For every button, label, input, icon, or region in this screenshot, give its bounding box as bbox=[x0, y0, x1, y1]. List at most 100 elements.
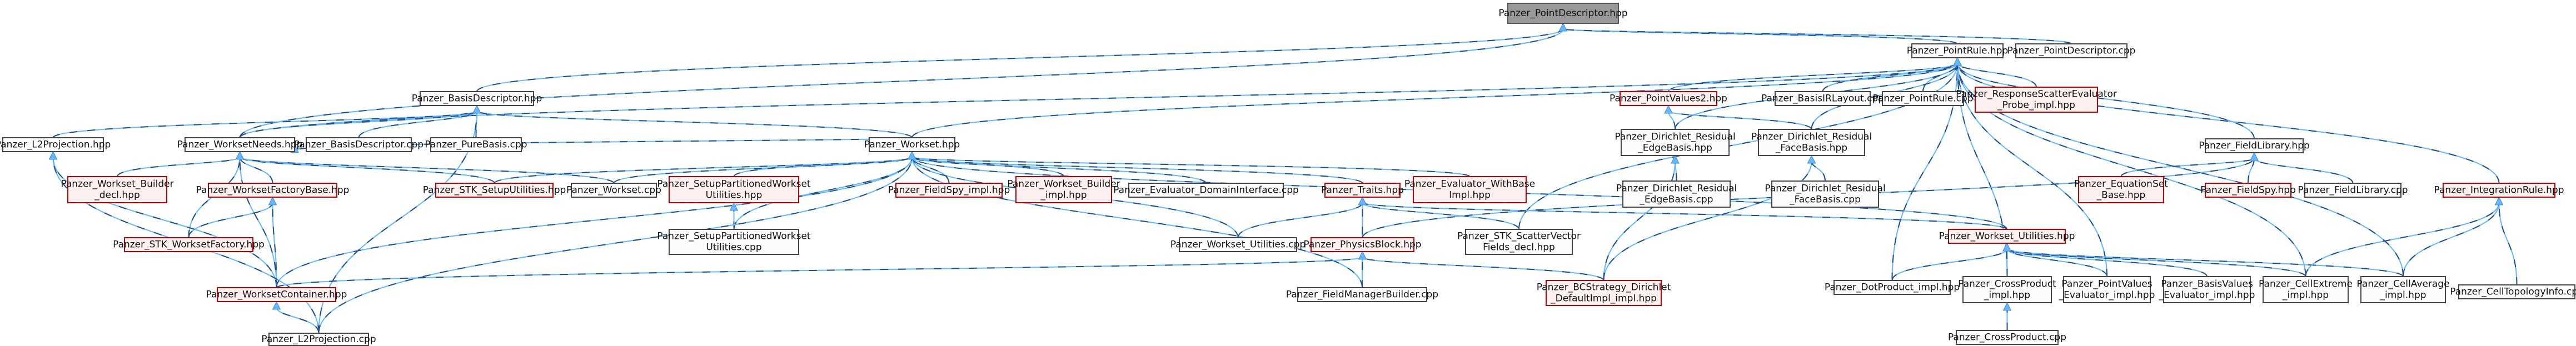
graph-node-l2hpp[interactable]: Panzer_L2Projection.hpp bbox=[0, 137, 111, 152]
graph-node-wneeds[interactable]: Panzer_WorksetNeeds.hpp bbox=[177, 137, 303, 152]
graph-node-pv2[interactable]: Panzer_PointValues2.hpp bbox=[1610, 91, 1727, 106]
graph-node-drfc[interactable]: Panzer_Dirichlet_Residual_FaceBasis.cpp bbox=[1765, 180, 1886, 208]
graph-node-wbdecl[interactable]: Panzer_Workset_Builder_decl.hpp bbox=[61, 176, 174, 203]
arrowhead-icon bbox=[1358, 250, 1367, 260]
graph-node-dpimpl[interactable]: Panzer_DotProduct_impl.hpp bbox=[1825, 280, 1960, 295]
node-box bbox=[185, 137, 295, 152]
graph-node-prhpp[interactable]: Panzer_PointRule.hpp bbox=[1907, 43, 2009, 58]
node-label: _Probe_impl.hpp bbox=[1997, 100, 2075, 111]
graph-node-fsimpl[interactable]: Panzer_FieldSpy_impl.hpp bbox=[888, 183, 1010, 198]
edge-line bbox=[911, 157, 1471, 177]
node-box bbox=[2304, 183, 2401, 198]
graph-node-prcpp[interactable]: Panzer_PointRule.cpp bbox=[1872, 91, 1974, 106]
graph-node-traits[interactable]: Panzer_Traits.hpp bbox=[1321, 183, 1404, 198]
graph-node-birl[interactable]: Panzer_BasisIRLayout.cpp bbox=[1761, 91, 1884, 106]
node-box bbox=[2205, 138, 2304, 153]
edge-line bbox=[1957, 63, 2037, 88]
node-box bbox=[1311, 237, 1414, 252]
graph-node-l2cpp[interactable]: Panzer_L2Projection.cpp bbox=[261, 333, 376, 346]
edge-line bbox=[2305, 202, 2500, 277]
arrowhead-icon bbox=[1953, 57, 1962, 66]
edge-line-shade bbox=[1362, 202, 1519, 230]
graph-node-dreh[interactable]: Panzer_Dirichlet_Residual_EdgeBasis.hpp bbox=[1615, 129, 1736, 156]
graph-node-stksu[interactable]: Panzer_STK_SetupUtilities.hpp bbox=[423, 183, 566, 198]
edge-line bbox=[2006, 248, 2208, 277]
node-box bbox=[1833, 280, 1951, 295]
node-box bbox=[1179, 237, 1297, 252]
graph-node-irhpp[interactable]: Panzer_IntegrationRule.hpp bbox=[2434, 183, 2564, 198]
edge-line-shade bbox=[2254, 158, 2354, 184]
graph-node-stkwf[interactable]: Panzer_STK_WorksetFactory.hpp bbox=[113, 237, 265, 252]
node-label: Panzer_EquationSet bbox=[2074, 179, 2168, 190]
graph-node-pbcpp[interactable]: Panzer_PureBasis.cpp bbox=[425, 137, 527, 152]
graph-node-fmb[interactable]: Panzer_FieldManagerBuilder.cpp bbox=[1286, 287, 1438, 302]
graph-node-bvei[interactable]: Panzer_BasisValues_Evaluator_impl.hpp bbox=[2159, 276, 2255, 303]
node-label: Panzer_FieldSpy_impl.hpp bbox=[888, 185, 1010, 196]
graph-node-spwuc[interactable]: Panzer_SetupPartitionedWorksetUtilities.… bbox=[657, 229, 811, 255]
graph-node-flcpp[interactable]: Panzer_FieldLibrary.cpp bbox=[2298, 183, 2408, 198]
graph-node-esb[interactable]: Panzer_EquationSet_Base.hpp bbox=[2074, 176, 2168, 203]
node-box bbox=[1948, 229, 2066, 244]
graph-node-edi[interactable]: Panzer_Evaluator_DomainInterface.cpp bbox=[1113, 183, 1299, 198]
graph-node-spwuh[interactable]: Panzer_SetupPartitionedWorksetUtilities.… bbox=[657, 176, 811, 203]
edge-line-shade bbox=[1518, 63, 1958, 230]
node-box bbox=[67, 176, 167, 203]
node-box bbox=[895, 183, 1003, 198]
arrowhead-icon bbox=[1671, 154, 1680, 164]
graph-node-ceimpl[interactable]: Panzer_CellExtreme_impl.hpp bbox=[2259, 276, 2353, 303]
graph-node-pblock[interactable]: Panzer_PhysicsBlock.hpp bbox=[1303, 237, 1422, 252]
node-label: Panzer_L2Projection.hpp bbox=[0, 139, 111, 151]
graph-node-rse[interactable]: Panzer_ResponseScatterEvaluator_Probe_im… bbox=[1956, 87, 2117, 113]
node-label: Panzer_Evaluator_DomainInterface.cpp bbox=[1113, 185, 1299, 196]
arrowhead-icon bbox=[472, 104, 481, 114]
graph-node-wbimpl[interactable]: Panzer_Workset_Builder_impl.hpp bbox=[1007, 176, 1120, 203]
graph-node-flhpp[interactable]: Panzer_FieldLibrary.hpp bbox=[2199, 138, 2310, 153]
graph-node-fshpp[interactable]: Panzer_FieldSpy.hpp bbox=[2200, 183, 2296, 198]
graph-node-wcont[interactable]: Panzer_WorksetContainer.hpp bbox=[206, 287, 347, 302]
graph-node-cpcpp[interactable]: Panzer_CrossProduct.cpp bbox=[1948, 330, 2066, 345]
graph-node-bcsd[interactable]: Panzer_BCStrategy_Dirichlet_DefaultImpl_… bbox=[1537, 280, 1671, 306]
graph-node-wucpp[interactable]: Panzer_Workset_Utilities.cpp bbox=[1170, 237, 1306, 252]
node-label: Panzer_Evaluator_WithBase bbox=[1404, 179, 1535, 190]
edge-line-shade bbox=[239, 111, 477, 138]
node-label: Panzer_ResponseScatterEvaluator bbox=[1956, 89, 2117, 100]
node-label: Utilities.cpp bbox=[706, 242, 761, 253]
graph-node-bdhpp[interactable]: Panzer_BasisDescriptor.hpp bbox=[412, 91, 542, 106]
dependency-edge bbox=[117, 151, 245, 177]
edge-line-shade bbox=[1891, 63, 1958, 281]
graph-node-cpimpl[interactable]: Panzer_CrossProduct_impl.hpp bbox=[1958, 276, 2056, 303]
arrowhead-icon bbox=[2494, 196, 2504, 205]
node-box bbox=[2443, 183, 2555, 198]
node-label: Panzer_CrossProduct bbox=[1958, 279, 2056, 290]
node-label: Panzer_PointValues2.hpp bbox=[1610, 93, 1727, 104]
node-label: Panzer_CellTopologyInfo.cpp bbox=[2450, 287, 2576, 298]
node-label: Panzer_PureBasis.cpp bbox=[425, 139, 527, 151]
graph-node-whpp[interactable]: Panzer_Workset.hpp bbox=[864, 137, 960, 152]
arrowhead-icon bbox=[1558, 22, 1568, 32]
node-box bbox=[2263, 276, 2349, 303]
graph-node-drfh[interactable]: Panzer_Dirichlet_Residual_FaceBasis.hpp bbox=[1751, 129, 1872, 156]
graph-node-wcpp[interactable]: Panzer_Workset.cpp bbox=[566, 183, 661, 198]
dependency-edge bbox=[2250, 152, 2354, 184]
graph-node-pdcpp[interactable]: Panzer_PointDescriptor.cpp bbox=[2007, 43, 2136, 58]
graph-node-pvei[interactable]: Panzer_PointValues_Evaluator_impl.hpp bbox=[2059, 276, 2155, 303]
graph-node-pdhpp[interactable]: Panzer_PointDescriptor.hpp bbox=[1498, 3, 1628, 24]
graph-node-wuhpp[interactable]: Panzer_Workset_Utilities.hpp bbox=[1939, 229, 2075, 244]
graph-node-ctinfo[interactable]: Panzer_CellTopologyInfo.cpp bbox=[2450, 284, 2576, 299]
arrowhead-icon bbox=[1358, 196, 1367, 205]
edge-line-shade bbox=[911, 157, 1471, 177]
graph-node-drec[interactable]: Panzer_Dirichlet_Residual_EdgeBasis.cpp bbox=[1616, 180, 1737, 208]
node-label: Panzer_DotProduct_impl.hpp bbox=[1825, 282, 1960, 293]
graph-node-caimpl[interactable]: Panzer_CellAverage_impl.hpp bbox=[2356, 276, 2450, 303]
graph-node-bdcpp[interactable]: Panzer_BasisDescriptor.cpp bbox=[294, 137, 423, 152]
node-label: Panzer_Dirichlet_Residual bbox=[1751, 132, 1872, 143]
edge-line bbox=[1811, 161, 1826, 182]
graph-node-wfb[interactable]: Panzer_WorksetFactoryBase.hpp bbox=[196, 183, 350, 198]
dependency-edge bbox=[1558, 22, 2072, 44]
arrowhead-icon bbox=[908, 151, 916, 160]
edge-line-shade bbox=[1957, 63, 2306, 277]
edge-line-shade bbox=[1957, 63, 2500, 184]
node-label: Panzer_FieldSpy.hpp bbox=[2200, 185, 2296, 196]
